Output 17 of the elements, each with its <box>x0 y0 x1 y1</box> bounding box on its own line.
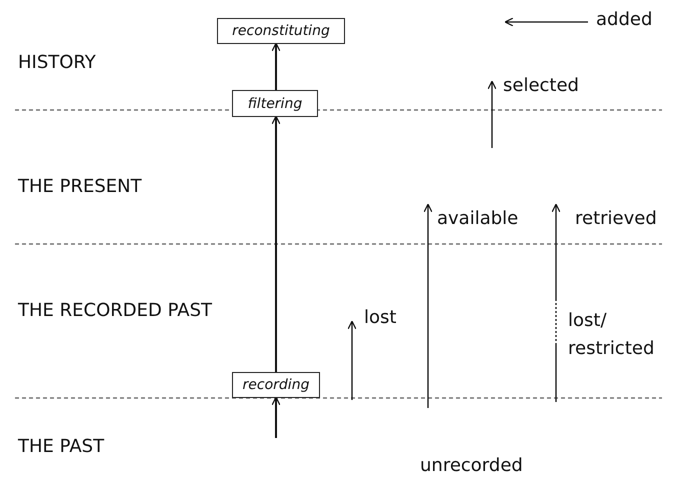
arrow <box>271 396 281 438</box>
direction-label: lost/ restricted <box>568 309 656 361</box>
direction-label: selected <box>503 75 579 97</box>
band-label: THE RECORDED PAST <box>18 300 212 322</box>
band-label: HISTORY <box>18 52 96 74</box>
band-label: THE PRESENT <box>18 176 142 198</box>
process-box: recording <box>232 372 320 398</box>
band-label: THE PAST <box>18 436 104 458</box>
direction-label: added <box>596 9 652 31</box>
direction-label: available <box>437 208 518 230</box>
direction-label: retrieved <box>575 208 657 230</box>
process-box: reconstituting <box>217 18 345 44</box>
direction-label: lost <box>364 307 396 329</box>
process-box: filtering <box>232 90 318 117</box>
direction-label: unrecorded <box>420 455 523 477</box>
arrow <box>271 42 281 90</box>
arrow <box>271 116 281 372</box>
